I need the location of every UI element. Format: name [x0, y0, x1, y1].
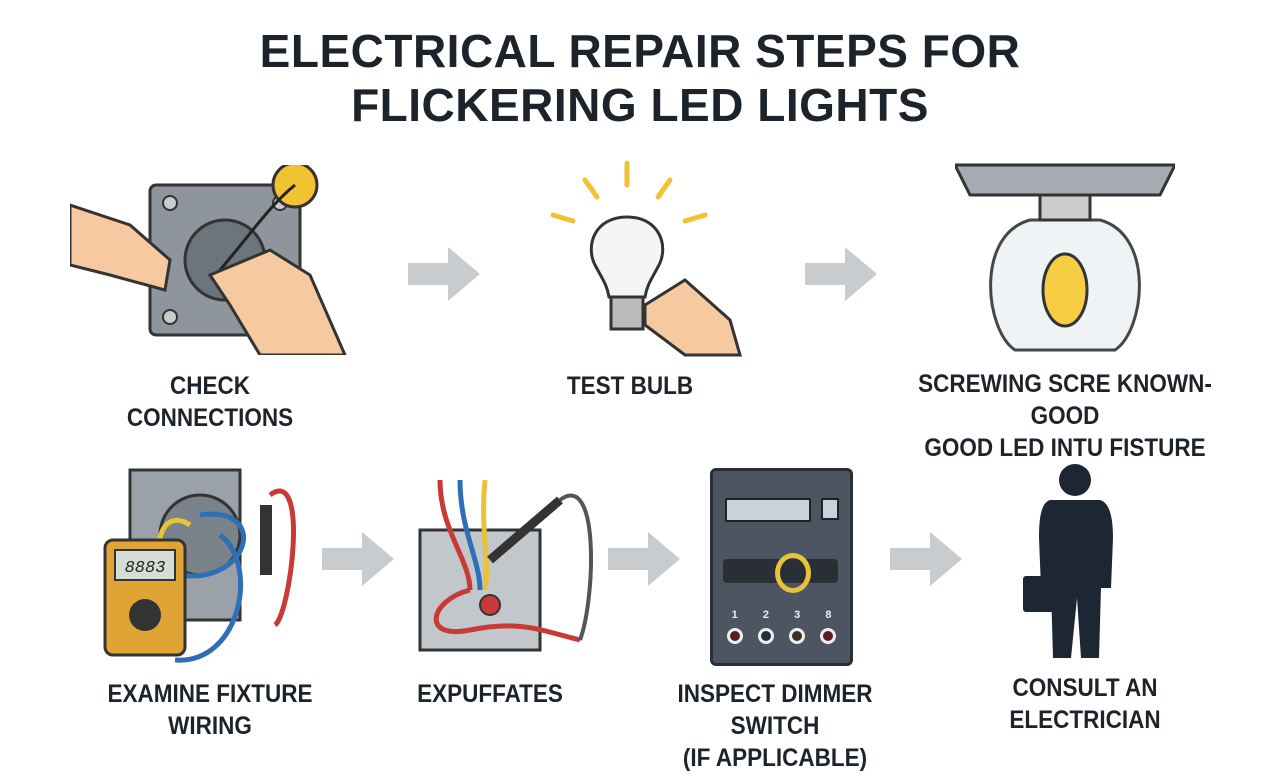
led-bulb-icon: [550, 160, 742, 357]
electrician-silhouette-icon: [1023, 464, 1113, 658]
ports: [719, 628, 844, 644]
port-jack: [820, 628, 837, 644]
step-label-expuffates: EXPUFFATES: [417, 680, 563, 708]
arrow-right-icon: [608, 532, 680, 586]
label-line: SCREWING SCRE KNOWN-GOOD: [918, 370, 1212, 430]
port-label: 2: [762, 609, 769, 621]
wires-probe-icon: [418, 479, 593, 652]
label-line: EXAMINE FIXTURE: [107, 680, 313, 708]
title-line-1: ELECTRICAL REPAIR STEPS FOR: [259, 25, 1021, 77]
arrow-right-icon: [805, 247, 877, 301]
port-jack: [726, 628, 743, 644]
port-label: 8: [825, 609, 832, 621]
ceiling-fixture-icon: [955, 163, 1175, 352]
dimmer-knob[interactable]: [775, 553, 811, 593]
step-label-consult-electrician: CONSULT AN ELECTRICIAN: [995, 672, 1175, 736]
label-line: INSPECT DIMMER SWITCH: [677, 680, 873, 740]
dimmer-panel-icon: 1 2 3 8: [710, 468, 853, 666]
step-label-screw-known-good: SCREWING SCRE KNOWN-GOOD GOOD LED INTU F…: [890, 368, 1241, 464]
arrow-right-icon: [890, 532, 962, 586]
panel-display: [725, 498, 811, 522]
label-line: ELECTRICIAN: [1009, 706, 1161, 734]
port-label: 1: [731, 609, 738, 621]
label-line: (IF APPLICABLE): [682, 744, 868, 772]
port-labels: 1 2 3 8: [719, 609, 844, 621]
arrow-right-icon: [322, 532, 394, 586]
port-label: 3: [794, 609, 801, 621]
step-label-test-bulb: TEST BULB: [566, 372, 694, 400]
label-line: WIRING: [168, 712, 252, 740]
port-jack: [789, 628, 806, 644]
multimeter-icon: 8883: [103, 468, 296, 663]
arrow-right-icon: [408, 247, 480, 301]
title-line-2: FLICKERING LED LIGHTS: [351, 79, 929, 131]
meter-display: 8883: [125, 559, 166, 578]
panel-indicator: [821, 498, 839, 520]
label-line: GOOD LED INTU FISTURE: [924, 434, 1206, 462]
step-label-examine-wiring: EXAMINE FIXTURE WIRING: [102, 678, 318, 742]
step-label-check-connections: CHECK CONNECTIONS: [126, 372, 294, 432]
hands-junction-box-icon: [70, 165, 347, 355]
port-jack: [757, 628, 774, 644]
step-label-inspect-dimmer: INSPECT DIMMER SWITCH (IF APPLICABLE): [640, 678, 910, 774]
label-line: CONSULT AN: [1012, 674, 1158, 702]
